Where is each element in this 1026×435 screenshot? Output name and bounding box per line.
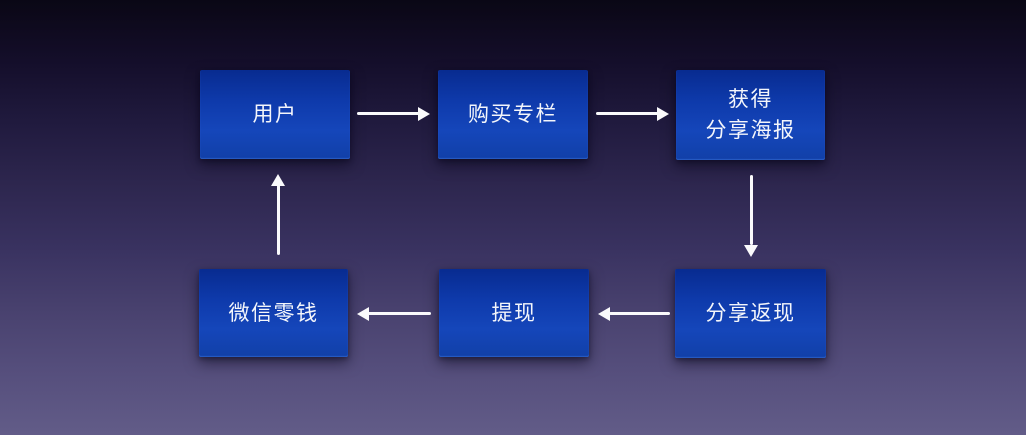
node-share-cashback: 分享返现 bbox=[675, 269, 826, 358]
arrow-cashback-to-withdraw bbox=[598, 305, 670, 322]
arrow-line bbox=[609, 312, 670, 315]
arrow-poster-to-cashback bbox=[744, 175, 758, 257]
arrow-user-to-buy-column bbox=[357, 105, 430, 122]
arrow-head-left-icon bbox=[357, 306, 369, 321]
node-get-share-poster-label: 获得 分享海报 bbox=[705, 88, 796, 142]
arrow-wechat-to-user bbox=[271, 174, 285, 255]
node-user-label: 用户 bbox=[252, 103, 298, 126]
node-buy-column: 购买专栏 bbox=[438, 70, 588, 159]
node-share-cashback-label: 分享返现 bbox=[705, 302, 796, 325]
arrow-head-right-icon bbox=[657, 106, 669, 121]
node-wechat-balance: 微信零钱 bbox=[199, 269, 348, 357]
arrow-head-right-icon bbox=[418, 106, 430, 121]
node-buy-column-label: 购买专栏 bbox=[468, 103, 558, 126]
arrow-line bbox=[368, 312, 431, 315]
node-user: 用户 bbox=[200, 70, 350, 159]
arrow-line bbox=[357, 112, 420, 115]
arrow-head-up-icon bbox=[271, 174, 285, 186]
node-withdraw-label: 提现 bbox=[491, 301, 537, 325]
node-get-share-poster: 获得 分享海报 bbox=[676, 70, 825, 160]
arrow-buy-column-to-poster bbox=[596, 105, 669, 122]
arrow-head-left-icon bbox=[598, 306, 610, 321]
node-wechat-balance-label: 微信零钱 bbox=[228, 301, 319, 325]
arrow-line bbox=[749, 175, 753, 245]
arrow-head-down-icon bbox=[744, 245, 758, 257]
node-withdraw: 提现 bbox=[439, 269, 589, 357]
arrow-line bbox=[276, 185, 280, 255]
arrow-withdraw-to-wechat bbox=[357, 305, 431, 322]
arrow-line bbox=[596, 112, 659, 115]
